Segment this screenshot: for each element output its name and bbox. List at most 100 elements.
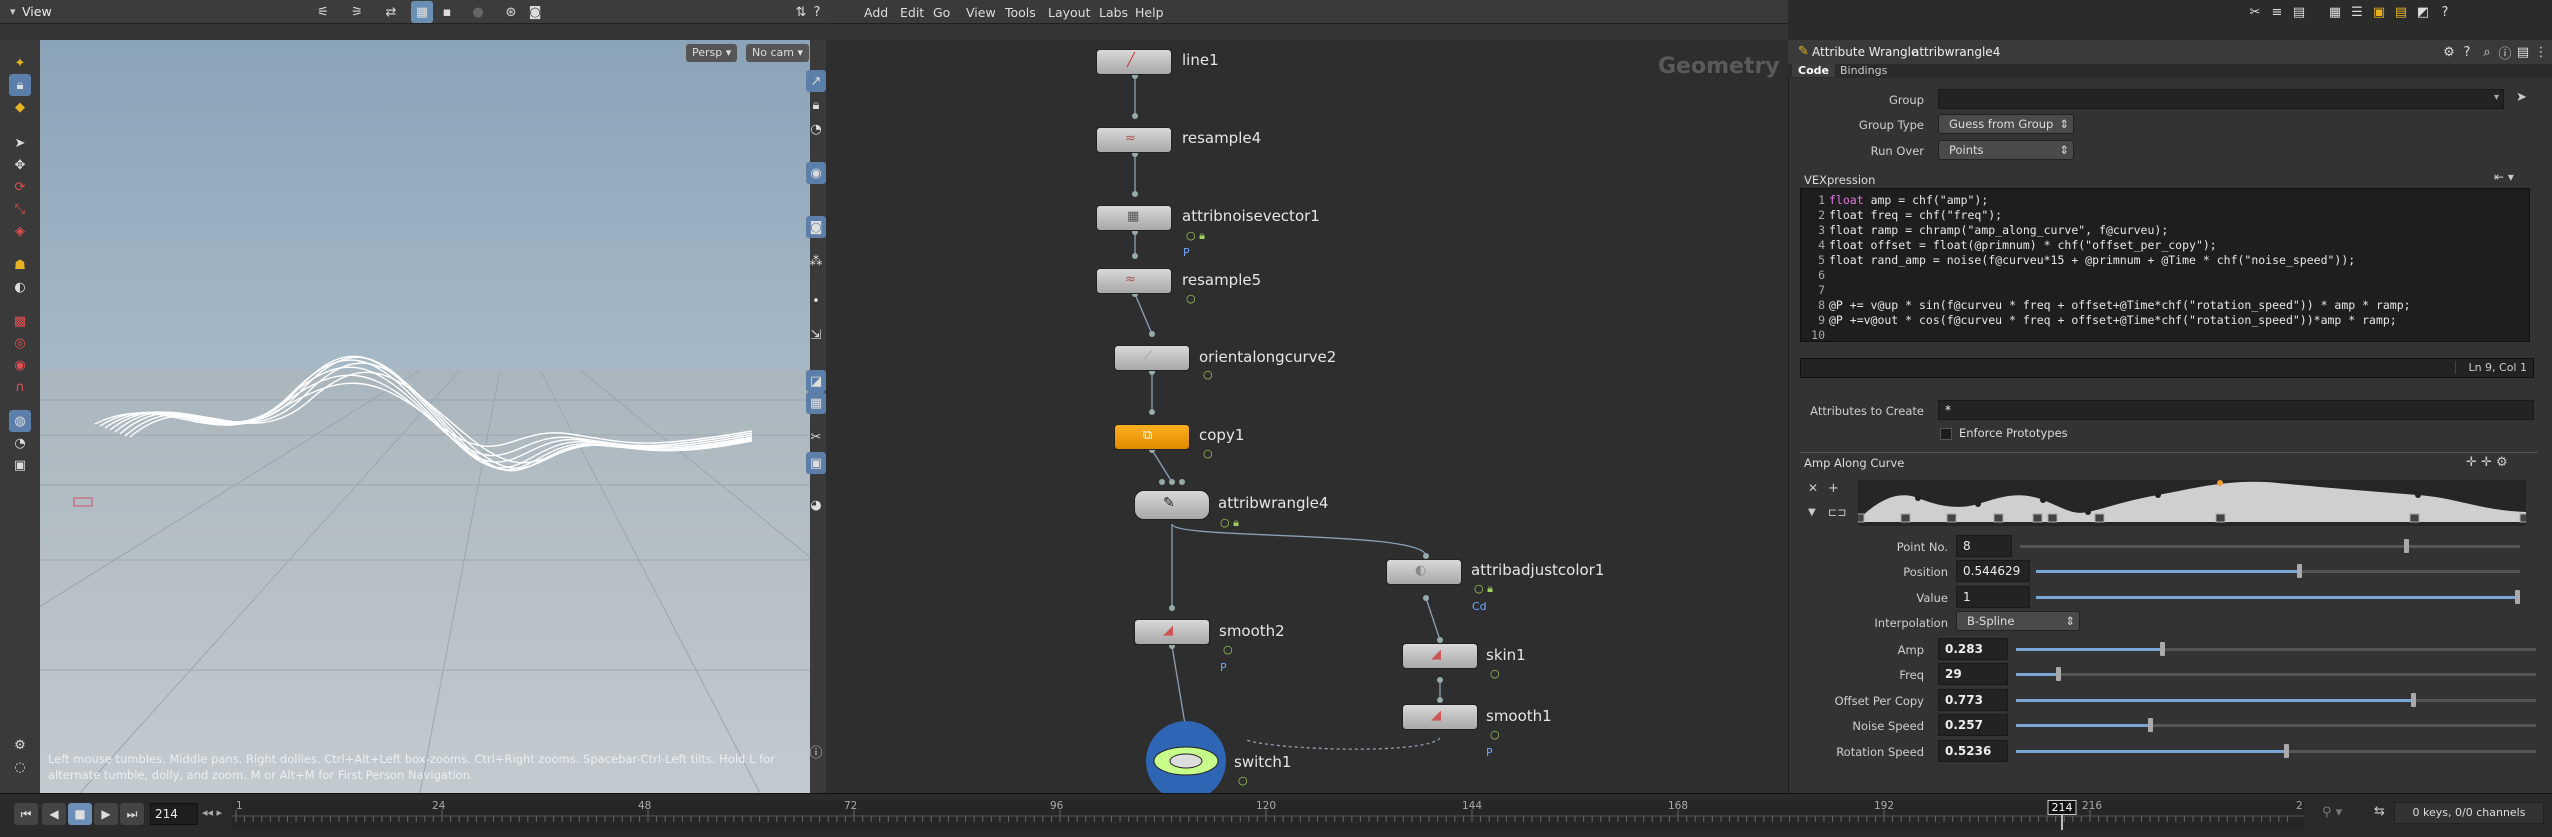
display-options-icon[interactable]: ⇅: [795, 4, 807, 20]
realtime-icon[interactable]: ⚲ ▾: [2322, 805, 2343, 820]
group-field[interactable]: [1938, 89, 2504, 109]
menu-labs[interactable]: Labs: [1099, 5, 1129, 20]
node-orientalongcurve2[interactable]: ⟋: [1114, 345, 1190, 371]
palette-icon[interactable]: ◩: [2416, 4, 2430, 20]
display-ghost-icon[interactable]: ◔: [810, 121, 822, 137]
menu-go[interactable]: Go: [933, 5, 951, 20]
node-name-field[interactable]: attribwrangle4: [1912, 45, 2001, 59]
network-help-icon[interactable]: ?: [2441, 4, 2449, 20]
display-template-icon[interactable]: ▦: [806, 392, 826, 414]
tool-magnet-icon[interactable]: ∩: [15, 379, 25, 395]
interp-dropdown[interactable]: B-Spline⇕: [1956, 611, 2080, 631]
timeline-track[interactable]: 1 24 48 72 96 120 144 168 192 216 2 214: [232, 800, 2304, 830]
slider-knob[interactable]: [2297, 564, 2302, 578]
render-icon[interactable]: ⊛: [505, 4, 517, 20]
rotation-field[interactable]: 0.5236: [1938, 740, 2008, 762]
display-info-icon[interactable]: ⓘ: [809, 745, 823, 761]
node-skin1[interactable]: ◢: [1402, 643, 1478, 669]
layout-list-icon[interactable]: ☰: [2351, 4, 2363, 20]
group-dropdown-icon[interactable]: ▾: [2494, 92, 2500, 103]
bookmark-icon[interactable]: ▤: [2516, 44, 2530, 60]
search-icon[interactable]: ⌕: [2483, 44, 2491, 60]
point-no-slider[interactable]: [2020, 539, 2520, 553]
position-slider[interactable]: [2036, 564, 2520, 578]
rotation-slider[interactable]: [2016, 744, 2536, 758]
position-field[interactable]: 0.544629: [1956, 560, 2030, 582]
value-slider[interactable]: [2036, 590, 2520, 604]
node-resample5[interactable]: ≈: [1096, 268, 1172, 294]
keys-icon[interactable]: ⇆: [2374, 804, 2385, 819]
node-resample4[interactable]: ≈: [1096, 127, 1172, 153]
help-icon[interactable]: ?: [2463, 44, 2471, 60]
noise-slider[interactable]: [2016, 718, 2536, 732]
camera-button[interactable]: No cam ▾: [746, 44, 809, 62]
freq-field[interactable]: 29: [1938, 663, 2008, 685]
shading-icon[interactable]: ⚟: [317, 4, 329, 20]
tool-snap-grid-icon[interactable]: ▩: [13, 313, 27, 329]
tool-scale-icon[interactable]: ⤡: [14, 201, 26, 217]
tool-light-icon[interactable]: ◔: [14, 435, 26, 451]
tool-snap-prim-icon[interactable]: ◎: [14, 335, 26, 351]
node-copy1[interactable]: ⧉: [1114, 424, 1190, 450]
jump-start-icon[interactable]: ⏮: [14, 803, 38, 825]
tool-select-icon[interactable]: ◆: [15, 99, 25, 115]
node-smooth1[interactable]: ◢: [1402, 704, 1478, 730]
tool-move-icon[interactable]: ✥: [14, 157, 26, 173]
offset-field[interactable]: 0.773: [1938, 689, 2008, 711]
tool-rotate-icon[interactable]: ⟳: [14, 179, 26, 195]
help-icon[interactable]: ?: [813, 4, 821, 20]
display-camera-icon[interactable]: ◙: [806, 216, 826, 238]
value-field[interactable]: 1: [1956, 586, 2030, 608]
slider-knob[interactable]: [2404, 539, 2409, 553]
menu-edit[interactable]: Edit: [900, 5, 925, 20]
menu-tools[interactable]: Tools: [1005, 5, 1036, 20]
menu-help[interactable]: Help: [1135, 5, 1164, 20]
noise-field[interactable]: 0.257: [1938, 714, 2008, 736]
ramp-editor[interactable]: [1858, 480, 2526, 526]
layout-grid-icon[interactable]: ▦: [2328, 4, 2342, 20]
snap-icon[interactable]: ●: [472, 4, 484, 20]
step-keys-icon[interactable]: ◂◂ ▸: [202, 806, 223, 819]
node-switch1[interactable]: [1146, 721, 1226, 793]
background-icon[interactable]: ▪: [442, 4, 452, 20]
tool-settings-icon[interactable]: ⚙: [14, 737, 26, 753]
node-smooth2[interactable]: ◢: [1134, 619, 1210, 645]
ramp-delete-icon[interactable]: ✕: [1808, 481, 1819, 495]
ramp-tools-icon[interactable]: ✛ ✛ ⚙: [2466, 455, 2508, 470]
amp-field[interactable]: 0.283: [1938, 638, 2008, 660]
tool-pose-icon[interactable]: ☗: [14, 257, 26, 273]
enforce-checkbox[interactable]: [1940, 428, 1952, 440]
tool-pointer-icon[interactable]: ➤: [14, 135, 26, 151]
node-attribwrangle4[interactable]: ✎: [1134, 490, 1210, 520]
clipboard-icon[interactable]: ▤: [2292, 4, 2306, 20]
perspective-button[interactable]: Persp ▾: [686, 44, 738, 62]
info-icon[interactable]: ⓘ: [2498, 46, 2512, 62]
node-attribnoisevector1[interactable]: ▦: [1096, 205, 1172, 231]
freq-slider[interactable]: [2016, 667, 2536, 681]
jump-end-icon[interactable]: ⏭: [120, 803, 144, 825]
slider-knob[interactable]: [2411, 693, 2416, 707]
pin-icon[interactable]: ⋮: [2534, 44, 2548, 60]
slider-knob[interactable]: [2148, 718, 2153, 732]
group-type-dropdown[interactable]: Guess from Group⇕: [1938, 114, 2074, 134]
viewport-scene[interactable]: [40, 40, 810, 793]
menu-view[interactable]: View: [966, 5, 996, 20]
tool-info-icon[interactable]: ◌: [14, 759, 26, 775]
vex-tools-icon[interactable]: ⇤ ▾: [2494, 170, 2514, 184]
layout-tile-icon[interactable]: ▣: [2372, 4, 2386, 20]
tools-icon[interactable]: ✂: [2249, 4, 2261, 20]
ramp-mode-icon[interactable]: ⊏⊐: [1828, 506, 1847, 519]
current-frame-field[interactable]: 214: [150, 803, 198, 825]
display-uv-icon[interactable]: ◪: [806, 370, 826, 392]
notes-icon[interactable]: ▤: [2394, 4, 2408, 20]
node-line1[interactable]: ╱: [1096, 49, 1172, 75]
network-canvas[interactable]: [826, 40, 1788, 793]
display-mesh-icon[interactable]: ✂: [810, 429, 822, 445]
slider-knob[interactable]: [2515, 590, 2520, 604]
tool-lock-icon[interactable]: 🔒︎: [9, 74, 31, 96]
point-no-field[interactable]: 8: [1956, 535, 2012, 557]
viewport-menu-icon[interactable]: ▾: [10, 5, 16, 18]
step-back-icon[interactable]: ◀: [42, 803, 66, 825]
tool-view-icon[interactable]: ◐: [14, 279, 26, 295]
offset-slider[interactable]: [2016, 693, 2536, 707]
